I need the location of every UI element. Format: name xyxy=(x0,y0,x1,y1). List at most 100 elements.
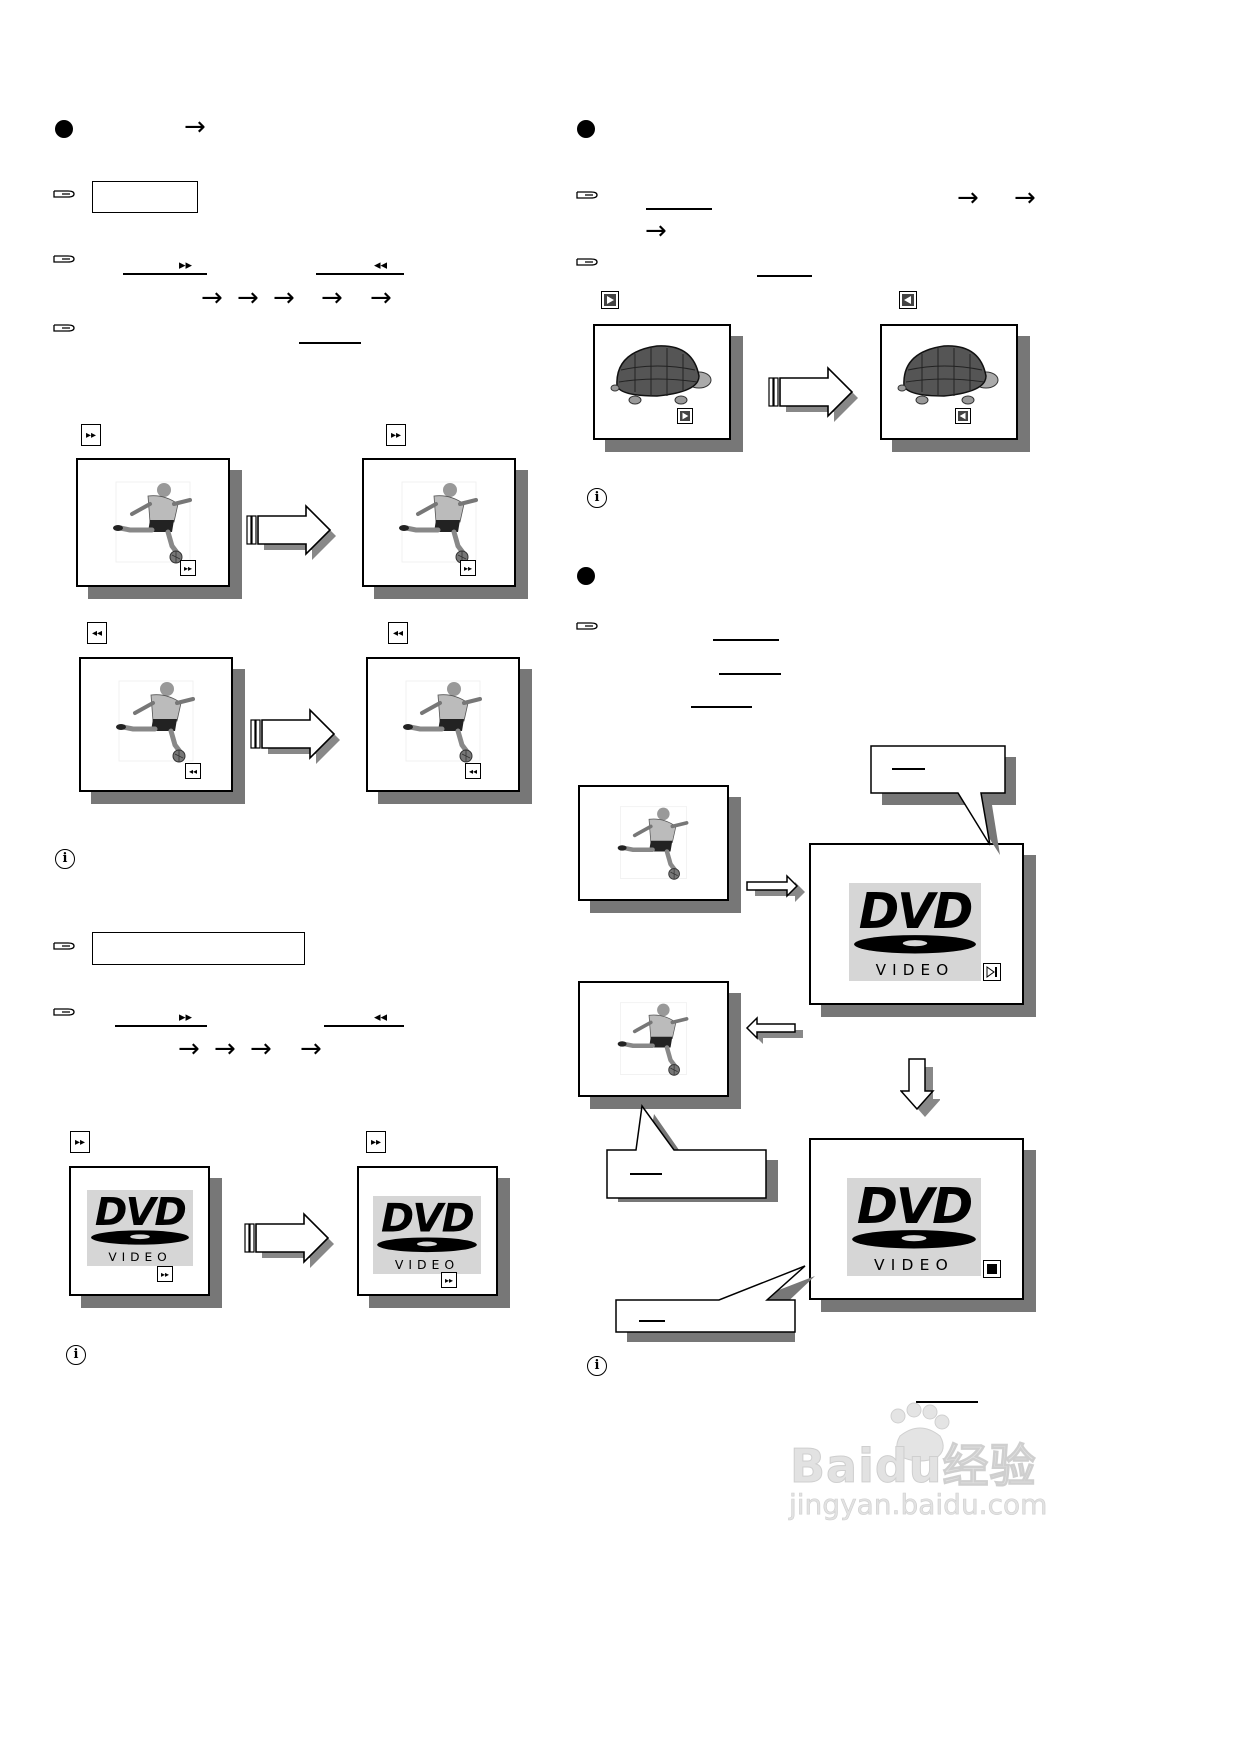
screen-frame: DVD VIDEO ▸▸ xyxy=(357,1166,498,1296)
arrow-icon: → xyxy=(321,285,343,311)
slow-reverse-icon xyxy=(899,291,917,309)
speech-bubble xyxy=(870,745,1020,860)
screen-frame: ▸▸ xyxy=(362,458,516,587)
soccer-player-image xyxy=(81,659,231,784)
rewind-icon: ◂◂ xyxy=(87,622,107,644)
underline xyxy=(719,673,781,675)
soccer-player-image xyxy=(580,983,727,1095)
big-right-arrow xyxy=(250,708,345,766)
dvd-video-logo: DVD VIDEO xyxy=(87,1190,193,1266)
pointing-hand-icon xyxy=(575,254,599,270)
step-icon xyxy=(983,963,1001,981)
pointing-hand-icon xyxy=(52,320,76,336)
screen-frame: DVD VIDEO ▸▸ xyxy=(69,1166,210,1296)
fast-forward-icon: ▸▸ xyxy=(180,560,196,576)
svg-text:VIDEO: VIDEO xyxy=(874,1256,954,1274)
arrow-icon: → xyxy=(214,1036,236,1062)
small-right-arrow xyxy=(745,870,805,902)
screen-frame: ◂◂ xyxy=(366,657,520,792)
screen-frame xyxy=(578,785,729,901)
underline xyxy=(123,273,207,275)
screen-frame: ◂◂ xyxy=(79,657,233,792)
arrow-icon: → xyxy=(178,1036,200,1062)
turtle-image xyxy=(882,326,1016,438)
watermark-brand: Baidu经验 xyxy=(790,1430,1037,1496)
info-icon: i xyxy=(587,1356,607,1376)
screen-frame xyxy=(578,981,729,1097)
slow-forward-icon xyxy=(677,408,693,424)
turtle-image xyxy=(595,326,729,438)
pointing-hand-icon xyxy=(52,938,76,954)
down-arrow xyxy=(900,1057,940,1117)
arrow-icon: → xyxy=(300,1036,322,1062)
screen-frame xyxy=(880,324,1018,440)
fast-forward-icon: ▸▸ xyxy=(81,424,101,446)
rewind-icon: ◂◂ xyxy=(388,622,408,644)
slow-reverse-icon xyxy=(955,408,971,424)
svg-text:DVD: DVD xyxy=(859,883,972,940)
empty-text-box xyxy=(92,932,305,965)
big-right-arrow xyxy=(244,1212,339,1270)
svg-text:VIDEO: VIDEO xyxy=(876,961,955,979)
underline xyxy=(115,1025,207,1027)
fast-forward-icon: ▸▸ xyxy=(441,1272,457,1288)
soccer-player-image xyxy=(78,460,228,585)
rew-glyph: ◂◂ xyxy=(374,257,387,273)
info-icon: i xyxy=(55,849,75,869)
rewind-icon: ◂◂ xyxy=(465,763,481,779)
svg-text:DVD: DVD xyxy=(857,1178,971,1235)
pointing-hand-icon xyxy=(52,251,76,267)
arrow-icon: → xyxy=(201,285,223,311)
dvd-video-logo: DVD VIDEO xyxy=(849,883,981,981)
fast-forward-icon: ▸▸ xyxy=(386,424,406,446)
speech-bubble xyxy=(606,1104,781,1204)
arrow-icon: → xyxy=(273,285,295,311)
underline xyxy=(691,706,752,708)
pointing-hand-icon xyxy=(52,1004,76,1020)
soccer-player-image xyxy=(364,460,514,585)
dvd-video-logo: DVD VIDEO xyxy=(373,1196,481,1274)
speech-bubble xyxy=(615,1264,815,1344)
soccer-player-image xyxy=(368,659,518,784)
underline xyxy=(299,342,361,344)
fast-forward-icon: ▸▸ xyxy=(70,1131,90,1153)
arrow-icon: → xyxy=(957,185,979,211)
screen-frame: ▸▸ xyxy=(76,458,230,587)
info-icon: i xyxy=(587,488,607,508)
stop-icon xyxy=(983,1260,1001,1278)
arrow-icon: → xyxy=(1014,185,1036,211)
info-icon: i xyxy=(66,1345,86,1365)
arrow-icon: → xyxy=(370,285,392,311)
soccer-player-image xyxy=(580,787,727,899)
arrow-icon: → xyxy=(237,285,259,311)
fast-forward-icon: ▸▸ xyxy=(366,1131,386,1153)
underline xyxy=(324,1025,404,1027)
empty-text-box xyxy=(92,181,198,213)
pointing-hand-icon xyxy=(52,186,76,202)
fast-forward-icon: ▸▸ xyxy=(157,1266,173,1282)
section-bullet-2 xyxy=(577,120,595,138)
small-left-arrow xyxy=(745,1012,805,1044)
arrow-icon: → xyxy=(645,218,667,244)
screen-frame: DVD VIDEO xyxy=(809,843,1024,1005)
ff-glyph: ▸▸ xyxy=(179,1009,192,1025)
underline xyxy=(713,639,779,641)
big-right-arrow xyxy=(246,504,341,562)
section-bullet-1 xyxy=(55,120,73,138)
underline xyxy=(757,275,812,277)
dvd-video-logo: DVD VIDEO xyxy=(847,1178,981,1276)
underline xyxy=(646,208,712,210)
arrow-icon: → xyxy=(250,1036,272,1062)
underline xyxy=(316,273,404,275)
screen-frame xyxy=(593,324,731,440)
screen-frame: DVD VIDEO xyxy=(809,1138,1024,1300)
svg-text:VIDEO: VIDEO xyxy=(395,1258,459,1272)
pointing-hand-icon xyxy=(575,187,599,203)
section-bullet-3 xyxy=(577,567,595,585)
pointing-hand-icon xyxy=(575,618,599,634)
fast-forward-icon: ▸▸ xyxy=(460,560,476,576)
svg-text:DVD: DVD xyxy=(95,1190,186,1234)
svg-text:DVD: DVD xyxy=(381,1196,473,1241)
watermark-url: jingyan.baidu.com xyxy=(789,1488,1047,1521)
svg-text:VIDEO: VIDEO xyxy=(108,1250,171,1264)
